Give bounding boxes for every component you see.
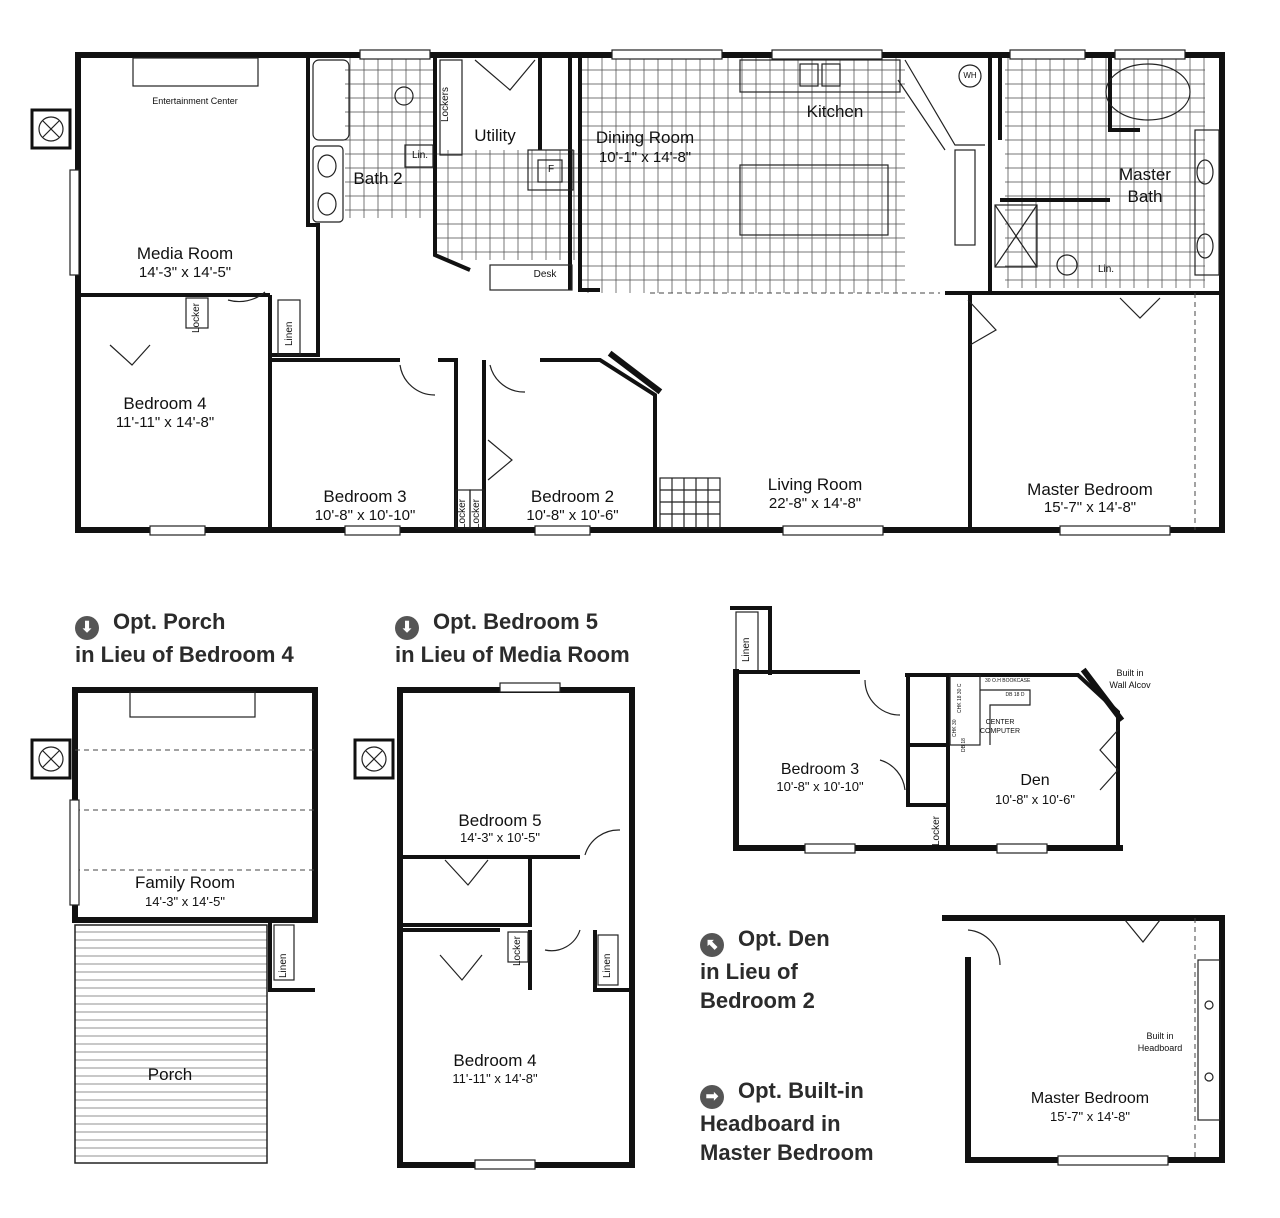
opt-bedroom5-plan	[353, 682, 635, 1170]
opt-den-plan	[730, 606, 1125, 854]
ac-unit-icon	[30, 738, 72, 780]
den-linen-label: Linen	[741, 637, 752, 662]
bedroom5-locker-label: Locker	[512, 935, 523, 966]
right-arrow-icon: ➡	[700, 1085, 724, 1109]
water-heater-icon	[958, 64, 982, 88]
entertainment-center-label: Entertainment Center	[152, 96, 238, 106]
built-in-label-2: Wall Alcov	[1109, 680, 1151, 690]
opt-den-title-2: in Lieu of	[700, 959, 798, 984]
opt-headboard-plan	[942, 915, 1225, 1166]
opt-bedroom5-title-2: in Lieu of Media Room	[395, 642, 630, 667]
desk-shape	[489, 264, 573, 291]
opt-bedroom5-title: ⬇ Opt. Bedroom 5 in Lieu of Media Room	[395, 607, 630, 669]
den-bedroom3-label: Bedroom 3	[780, 761, 860, 778]
bedroom5-label: Bedroom 5	[458, 811, 542, 830]
double-vanity	[312, 145, 344, 223]
opt-master-bedroom-dimensions: 15'-7" x 14'-8"	[1050, 1109, 1130, 1124]
opt-den-title-3: Bedroom 2	[700, 988, 815, 1013]
porch-label: Porch	[147, 1065, 193, 1084]
linen-label: Lin.	[411, 150, 429, 161]
bedroom2-label: Bedroom 2	[530, 487, 615, 506]
furnace-label: F	[547, 164, 555, 175]
bathtub-shape	[312, 59, 350, 141]
ac-unit-icon	[30, 108, 72, 150]
stair-shape	[659, 477, 721, 529]
opt-porch-title-1: Opt. Porch	[113, 609, 226, 634]
opt-den-title: ⬉ Opt. Den in Lieu of Bedroom 2	[700, 924, 830, 1015]
wh-label: WH	[963, 71, 977, 80]
center-computer-1: CENTER	[985, 719, 1015, 726]
opt-bedroom4-label: Bedroom 4	[453, 1051, 537, 1070]
built-in-label-1: Built in	[1116, 668, 1144, 678]
opt-headboard-title-3: Master Bedroom	[700, 1140, 874, 1165]
bedroom2-dimensions: 10'-8" x 10'-6"	[526, 507, 619, 524]
bath2-label: Bath 2	[353, 169, 403, 188]
living-room-label: Living Room	[767, 475, 863, 494]
bedroom4-dimensions: 11'-11" x 14'-8"	[115, 414, 215, 431]
opt-bedroom5-title-1: Opt. Bedroom 5	[433, 609, 599, 634]
kitchen-counter	[739, 59, 901, 93]
kitchen-label: Kitchen	[806, 102, 864, 121]
toilet-icon	[394, 86, 414, 106]
opt-headboard-title-1: Opt. Built-in	[738, 1078, 864, 1103]
down-arrow-icon: ⬇	[395, 616, 419, 640]
opt-bedroom4-dimensions: 11'-11" x 14'-8"	[452, 1071, 538, 1086]
main-floor-plan	[30, 49, 1225, 536]
opt-den-title-1: Opt. Den	[738, 926, 830, 951]
furnace-box	[527, 149, 574, 191]
opt-porch-title: ⬇ Opt. Porch in Lieu of Bedroom 4	[75, 607, 294, 669]
bedroom5-linen-label: Linen	[602, 953, 613, 978]
bookcase-label: 30 O.H BOOKCASE	[985, 678, 1031, 684]
media-room-dimensions: 14'-3" x 14'-5"	[138, 264, 232, 281]
kitchen-island	[739, 164, 889, 236]
dining-room-label: Dining Room	[595, 128, 695, 147]
bedroom3-dimensions: 10'-8" x 10'-10"	[314, 507, 416, 524]
headboard-built-in-1: Built in	[1146, 1031, 1174, 1041]
den-dimensions: 10'-8" x 10'-6"	[995, 792, 1075, 807]
headboard-built-in-2: Headboard	[1137, 1043, 1183, 1053]
bedroom5-dimensions: 14'-3" x 10'-5"	[460, 830, 540, 845]
master-bath-label-1: Master	[1119, 165, 1171, 184]
bedroom4-label: Bedroom 4	[123, 394, 207, 413]
linen-hall-label: Linen	[284, 321, 295, 346]
entertainment-center-shape	[132, 57, 259, 87]
utility-label: Utility	[474, 126, 516, 145]
down-arrow-icon: ⬇	[75, 616, 99, 640]
opt-headboard-title-2: Headboard in	[700, 1111, 841, 1136]
opt-porch-title-2: in Lieu of Bedroom 4	[75, 642, 294, 667]
master-bedroom-label: Master Bedroom	[1027, 480, 1153, 499]
main-windows	[69, 49, 1186, 536]
locker-a-label: Locker	[457, 498, 468, 529]
locker-b-label: Locker	[471, 498, 482, 529]
db18d-label: DB 18 D	[1005, 692, 1025, 698]
opt-headboard-title: ➡ Opt. Built-in Headboard in Master Bedro…	[700, 1076, 874, 1167]
ac-unit-icon	[353, 738, 395, 780]
lockers-label: Lockers	[440, 86, 451, 122]
bedroom3-label: Bedroom 3	[323, 487, 407, 506]
family-room-label: Family Room	[134, 873, 236, 892]
desk-label: Desk	[533, 269, 557, 280]
db18-label: DB 18	[961, 738, 967, 752]
master-linen-label: Lin.	[1097, 264, 1115, 275]
master-tub-shape	[1105, 63, 1191, 121]
diagonal-arrow-icon: ⬉	[700, 933, 724, 957]
master-bath-label-2: Bath	[1127, 187, 1163, 206]
master-bedroom-dimensions: 15'-7" x 14'-8"	[1043, 499, 1137, 516]
den-locker-label: Locker	[931, 815, 942, 846]
den-label: Den	[1020, 772, 1050, 789]
opt-porch-plan	[30, 687, 318, 1164]
living-room-dimensions: 22'-8" x 14'-8"	[768, 495, 862, 512]
chk30-label: CHK 30	[952, 719, 958, 737]
media-room-label: Media Room	[136, 244, 234, 263]
family-room-dimensions: 14'-3" x 14'-5"	[145, 894, 225, 909]
dining-room-dimensions: 10'-1" x 14'-8"	[598, 149, 692, 166]
den-bedroom3-dimensions: 10'-8" x 10'-10"	[776, 779, 864, 794]
porch-linen-label: Linen	[278, 953, 289, 978]
opt-master-bedroom-label: Master Bedroom	[1030, 1090, 1150, 1107]
center-computer-2: COMPUTER	[979, 728, 1021, 735]
locker-bedroom4-label: Locker	[191, 302, 202, 333]
shower-shape	[994, 204, 1038, 268]
